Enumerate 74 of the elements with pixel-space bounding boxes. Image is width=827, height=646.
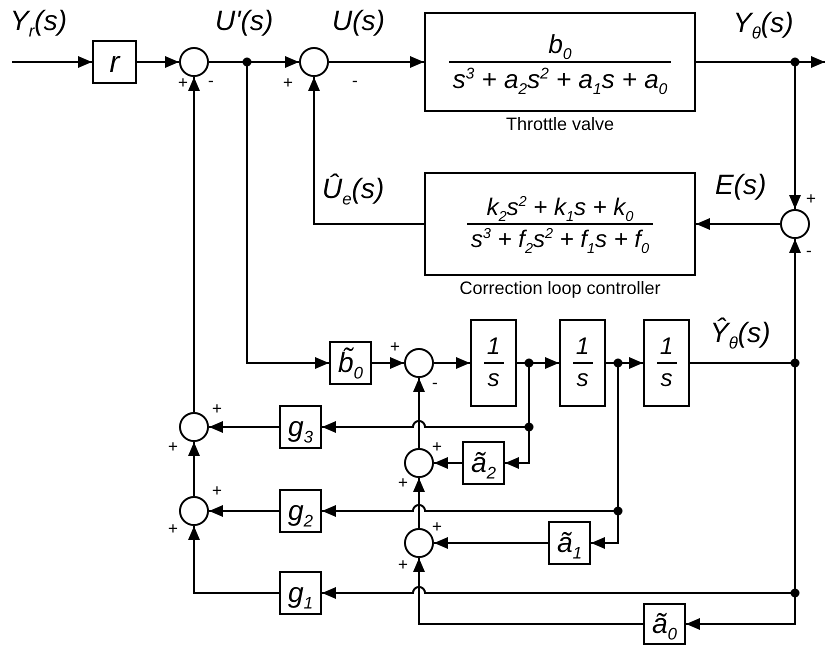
summing-junction	[404, 528, 434, 558]
transfer-block	[559, 319, 606, 407]
signal-arrow	[696, 218, 780, 230]
transfer-block	[548, 521, 591, 565]
transfer-block	[643, 603, 686, 645]
denominator: s$^{3}$ + a$_{2}$s$^{2}$ + a$_{1}$s + a$_{0}$	[448, 61, 672, 94]
signal-label: Û$_{e}$(s)	[322, 172, 384, 206]
numerator: 1	[486, 334, 502, 362]
sign-label: +	[390, 338, 400, 355]
transfer-block	[279, 571, 322, 615]
block-symbol: g$_{3}$	[288, 412, 313, 442]
signal-arrow	[413, 558, 643, 625]
block-caption: Throttle valve	[506, 114, 614, 135]
signal-arrow	[188, 442, 200, 496]
sign-label: +	[212, 482, 222, 499]
numerator: b$_{0}$	[547, 30, 573, 61]
sign-label: +	[398, 556, 408, 573]
signal-arrow	[308, 77, 424, 225]
block-symbol: g$_{1}$	[288, 578, 313, 608]
signal-arrow	[413, 478, 425, 528]
summing-junction	[179, 47, 209, 77]
signal-arrow	[209, 421, 279, 433]
transfer-block	[279, 489, 322, 533]
signal-label: Ŷ$_{θ}$(s)	[710, 316, 770, 350]
block-symbol: ã$_{0}$	[652, 608, 677, 640]
summing-junction	[299, 47, 329, 77]
summing-junction	[179, 412, 209, 442]
signal-arrow	[372, 357, 404, 369]
numerator: 1	[574, 334, 590, 362]
sign-label: +	[212, 400, 222, 417]
signal-arrow	[413, 378, 425, 448]
transfer-block	[92, 40, 137, 84]
sign-label: -	[432, 374, 438, 391]
signal-arrow	[188, 526, 279, 594]
transfer-block	[643, 319, 690, 407]
sign-label: +	[398, 474, 408, 491]
denominator: s	[656, 362, 676, 392]
sign-label: +	[168, 438, 178, 455]
signal-arrow	[329, 56, 424, 68]
block-symbol: g$_{2}$	[288, 496, 313, 526]
signal-arrow	[188, 77, 200, 412]
denominator: s$^{3}$ + f$_{2}$s$^{2}$ + f$_{1}$s + f$_{0}$	[466, 223, 654, 254]
sign-label: -	[352, 72, 358, 89]
sign-label: +	[432, 438, 442, 455]
block-caption: Correction loop controller	[459, 278, 661, 299]
block-symbol: ã$_{1}$	[557, 528, 582, 558]
summing-junction	[179, 496, 209, 526]
block-symbol: r	[110, 46, 120, 78]
transfer-block	[329, 341, 372, 385]
sign-label: +	[806, 190, 816, 207]
block-symbol: ã$_{2}$	[471, 448, 496, 478]
denominator: s	[572, 362, 592, 392]
sign-label: +	[168, 520, 178, 537]
sign-label: +	[178, 74, 188, 91]
signal-arrow	[137, 56, 179, 68]
numerator: 1	[658, 334, 674, 362]
summing-junction	[404, 348, 434, 378]
numerator: k$_{2}$s$^{2}$ + k$_{1}$s + k$_{0}$	[486, 194, 634, 223]
signal-arrow	[434, 457, 462, 469]
signal-arrow	[12, 56, 92, 68]
signal-arrow	[434, 357, 470, 369]
summing-junction	[780, 209, 810, 239]
sign-label: -	[208, 72, 214, 89]
sign-label: -	[806, 242, 812, 259]
signal-arrow	[209, 505, 279, 517]
block-symbol: b̃$_{0}$	[338, 348, 363, 378]
denominator: s	[484, 362, 504, 392]
transfer-block	[462, 441, 505, 485]
transfer-block	[279, 405, 322, 449]
transfer-block	[470, 319, 517, 407]
sign-label: +	[432, 518, 442, 535]
sign-label: +	[283, 74, 293, 91]
summing-junction	[404, 448, 434, 478]
signal-arrow	[434, 537, 548, 549]
